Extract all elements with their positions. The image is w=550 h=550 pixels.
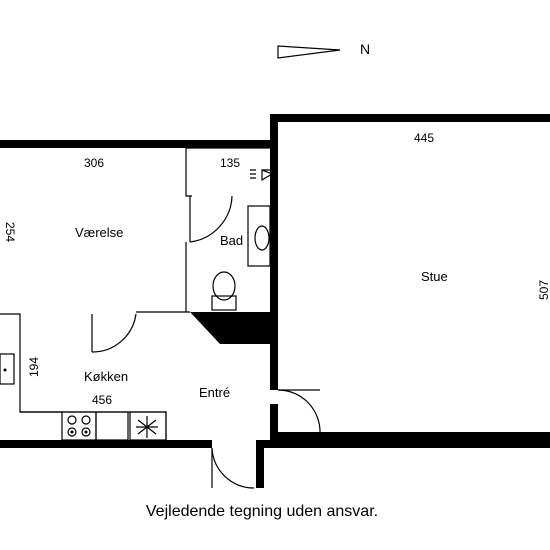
- toilet-icon: [211, 271, 237, 311]
- disclaimer: Vejledende tegning uden ansvar.: [146, 503, 378, 520]
- kokken-name: Køkken: [84, 369, 128, 384]
- room-labels: 306 254 Værelse 135 Bad 445 Stue 507 194…: [3, 131, 550, 407]
- walls: [0, 114, 550, 488]
- kokken-width: 456: [92, 393, 112, 407]
- kokken-depth: 194: [27, 357, 41, 377]
- door-vaerelse-bad: [189, 195, 233, 243]
- stove-icon: [61, 411, 97, 441]
- fixtures: [0, 169, 274, 441]
- shower-icon: [261, 169, 274, 182]
- sink-icon: [247, 205, 271, 267]
- stue-name: Stue: [421, 269, 448, 284]
- door-stue: [277, 389, 321, 435]
- kitchen-sink-icon: [0, 353, 15, 385]
- compass-label: N: [360, 41, 370, 57]
- stue-depth: 507: [537, 280, 550, 300]
- entre-name: Entré: [199, 385, 230, 400]
- vaerelse-depth: 254: [3, 222, 17, 242]
- stue-width: 445: [414, 131, 434, 145]
- door-kokken: [91, 313, 137, 353]
- doors: [91, 195, 321, 489]
- fan-icon: [129, 411, 167, 441]
- door-entre: [211, 447, 255, 489]
- north-arrow-icon: [277, 45, 341, 59]
- bad-name: Bad: [220, 233, 243, 248]
- vaerelse-name: Værelse: [75, 225, 123, 240]
- compass: N: [277, 41, 370, 59]
- vaerelse-width: 306: [84, 156, 104, 170]
- bad-width: 135: [220, 156, 240, 170]
